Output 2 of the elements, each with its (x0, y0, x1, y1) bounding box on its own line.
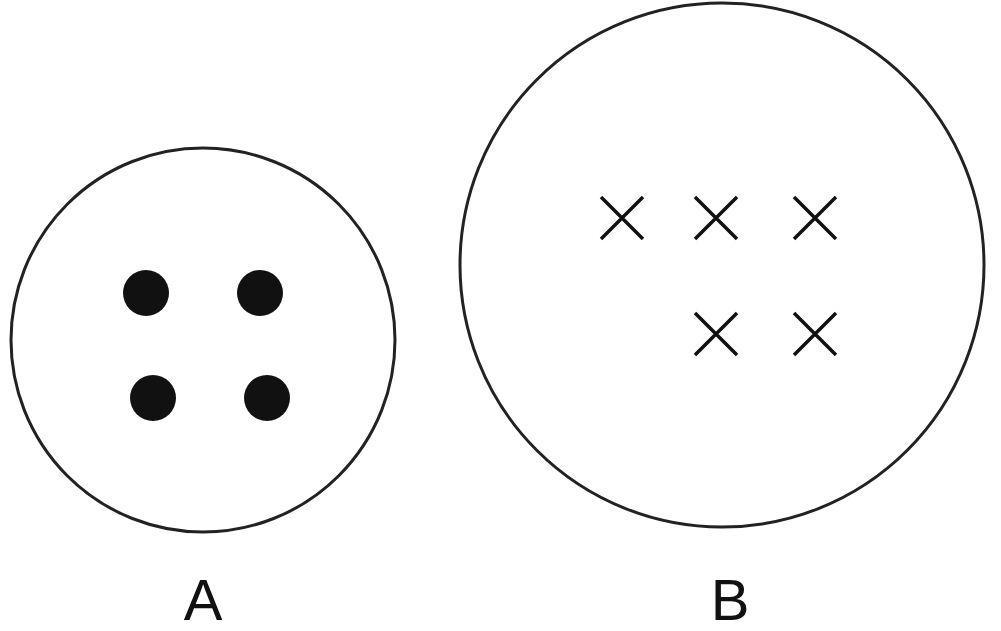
circle-label: B (709, 571, 751, 629)
circle-label: A (182, 571, 224, 629)
